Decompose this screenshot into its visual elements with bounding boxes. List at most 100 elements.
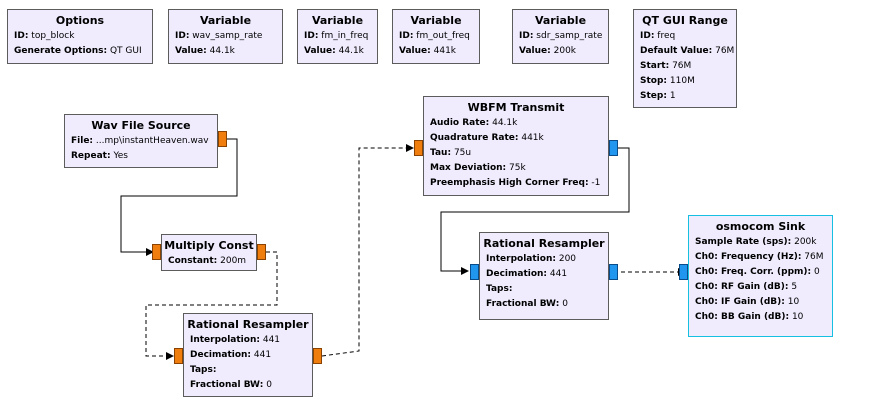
param-label: Preemphasis High Corner Freq: — [430, 178, 589, 188]
param-value: 441k — [433, 46, 457, 56]
param-label: Step: — [640, 91, 667, 101]
variable-block-sdr-samp-rate[interactable]: Variable ID: sdr_samp_rate Value: 200k — [512, 9, 609, 64]
param-label: Ch0: BB Gain (dB): — [695, 312, 790, 322]
block-title: Variable — [410, 14, 462, 27]
wire-wbfm-to-resampler2[interactable] — [440, 147, 630, 275]
param-value: 76M — [804, 252, 824, 262]
param-label: Interpolation: — [190, 335, 260, 345]
resampler1-in-port[interactable] — [174, 348, 183, 364]
variable-block-fm-out-freq[interactable]: Variable ID: fm_out_freq Value: 441k — [392, 9, 480, 64]
param-label: Fractional BW: — [486, 299, 560, 309]
param-value: 75u — [453, 148, 472, 158]
param-label: Interpolation: — [486, 254, 556, 264]
param-value: 44.1k — [338, 46, 364, 56]
param-value: 110M — [669, 76, 695, 86]
param-label: Value: — [519, 46, 551, 56]
param-label: Taps: — [190, 365, 217, 375]
param-value: 441 — [253, 350, 272, 360]
rational-resampler-block-1[interactable]: Rational Resampler Interpolation: 441 De… — [183, 313, 313, 397]
variable-block-fm-in-freq[interactable]: Variable ID: fm_in_freq Value: 44.1k — [297, 9, 378, 64]
wire-resampler1-to-wbfm[interactable] — [321, 144, 414, 357]
multiply-in-port[interactable] — [152, 244, 161, 260]
param-value: 10 — [791, 312, 804, 322]
wbfm-transmit-block[interactable]: WBFM Transmit Audio Rate: 44.1k Quadratu… — [423, 96, 609, 196]
param-label: Max Deviation: — [430, 163, 507, 173]
wbfm-out-port[interactable] — [609, 140, 618, 156]
block-title: osmocom Sink — [715, 220, 806, 233]
param-label: Ch0: IF Gain (dB): — [695, 297, 785, 307]
block-title: QT GUI Range — [642, 14, 728, 27]
param-value: 441 — [549, 269, 568, 279]
param-value: 0 — [562, 299, 568, 309]
param-label: Fractional BW: — [190, 380, 264, 390]
options-block[interactable]: Options ID: top_block Generate Options: … — [7, 9, 153, 64]
param-value: 44.1k — [492, 118, 518, 128]
param-value: 441 — [262, 335, 281, 345]
qt-gui-range-block[interactable]: QT GUI Range ID: freq Default Value: 76M… — [633, 9, 737, 108]
param-value: 0 — [814, 267, 820, 277]
param-label: ID: — [519, 31, 534, 41]
block-title: Options — [55, 14, 105, 27]
param-value: 0 — [266, 380, 272, 390]
param-label: Ch0: Freq. Corr. (ppm): — [695, 267, 812, 277]
rational-resampler-block-2[interactable]: Rational Resampler Interpolation: 200 De… — [479, 232, 609, 320]
param-label: Taps: — [486, 284, 513, 294]
param-label: Stop: — [640, 76, 668, 86]
param-label: ID: — [640, 31, 655, 41]
param-label: Ch0: Frequency (Hz): — [695, 252, 802, 262]
param-label: ID: — [399, 31, 414, 41]
block-title: Wav File Source — [91, 119, 191, 132]
param-label: Quadrature Rate: — [430, 133, 519, 143]
param-label: Decimation: — [486, 269, 548, 279]
param-label: Decimation: — [190, 350, 252, 360]
param-value: sdr_samp_rate — [536, 31, 603, 41]
param-value: 200k — [553, 46, 577, 56]
wav-file-source-block[interactable]: Wav File Source File: ...mp\instantHeave… — [64, 114, 218, 168]
block-title: Multiply Const — [164, 239, 254, 252]
block-title: Variable — [199, 14, 252, 27]
param-value: wav_samp_rate — [192, 31, 263, 41]
param-value: 75k — [509, 163, 526, 173]
param-label: ID: — [175, 31, 190, 41]
param-label: ID: — [304, 31, 319, 41]
param-value: 200 — [558, 254, 577, 264]
param-value: 76M — [672, 61, 692, 71]
wire-multiply-to-resampler1[interactable] — [145, 251, 278, 360]
variable-block-wav-samp-rate[interactable]: Variable ID: wav_samp_rate Value: 44.1k — [168, 9, 283, 64]
block-title: Variable — [311, 14, 364, 27]
param-label: Constant: — [168, 256, 218, 266]
param-value: Yes — [113, 151, 128, 161]
osmocom-in-port[interactable] — [679, 264, 688, 280]
param-label: Default Value: — [640, 46, 713, 56]
multiply-const-block[interactable]: Multiply Const Constant: 200m — [161, 234, 257, 271]
param-label: Repeat: — [71, 151, 111, 161]
param-value: -1 — [591, 178, 601, 188]
resampler2-in-port[interactable] — [470, 264, 479, 280]
param-value: freq — [657, 31, 676, 41]
resampler1-out-port[interactable] — [313, 348, 322, 364]
osmocom-sink-block[interactable]: osmocom Sink Sample Rate (sps): 200k Ch0… — [688, 215, 833, 337]
wav-source-out-port[interactable] — [218, 131, 227, 147]
param-label: Value: — [175, 46, 207, 56]
wire-wav-to-multiply[interactable] — [120, 138, 238, 256]
block-title: Rational Resampler — [187, 318, 309, 331]
param-value: top_block — [31, 31, 75, 41]
wbfm-in-port[interactable] — [414, 140, 423, 156]
param-label: File: — [71, 136, 94, 146]
param-value: 44.1k — [209, 46, 235, 56]
param-value: 1 — [669, 91, 676, 101]
multiply-out-port[interactable] — [257, 244, 266, 260]
param-value: QT GUI — [109, 46, 142, 56]
param-label: ID: — [14, 31, 29, 41]
block-title: Variable — [534, 14, 587, 27]
param-value: 76M — [715, 46, 735, 56]
param-value: 200k — [794, 237, 817, 247]
param-value: 441k — [521, 133, 544, 143]
resampler2-out-port[interactable] — [609, 264, 618, 280]
param-label: Start: — [640, 61, 670, 71]
param-value: ...mp\instantHeaven.wav — [95, 136, 209, 146]
param-label: Value: — [304, 46, 336, 56]
param-value: 200m — [220, 256, 247, 266]
